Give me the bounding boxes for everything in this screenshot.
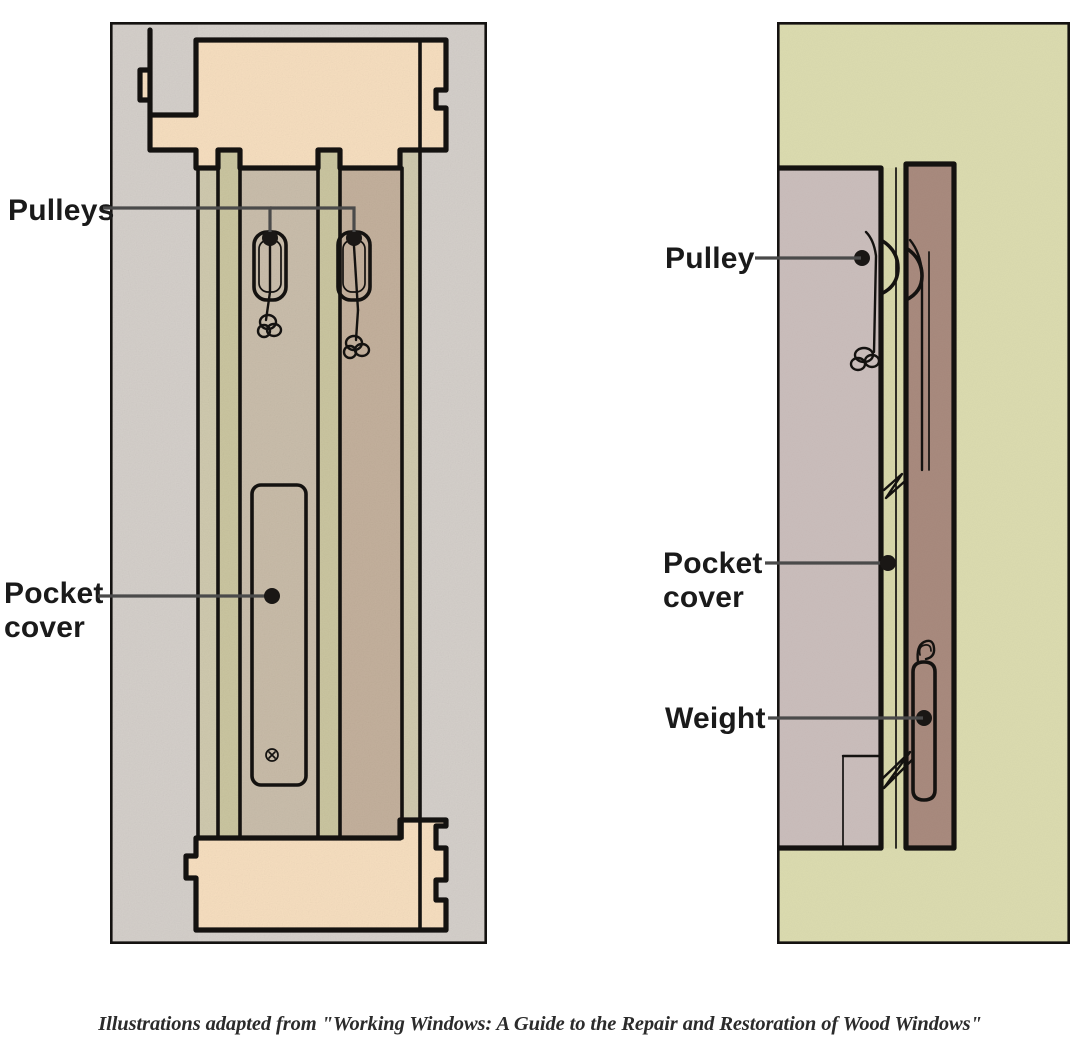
weight-pocket-channel-fill: [881, 168, 906, 848]
label-pulleys: Pulleys: [8, 194, 114, 227]
pocket-cover-screw-icon: [265, 748, 279, 762]
pocket-cover-fill: [252, 485, 306, 785]
band-parting-bead-left: [218, 150, 240, 850]
head-sash-rail-outline: [137, 27, 449, 171]
band-outer-casing-left: [110, 22, 198, 944]
left-panel-labels: Pulleys Pocket cover: [4, 194, 356, 644]
pulley-anchor-dot: [854, 250, 870, 266]
sash-weight: [911, 639, 937, 802]
pulley-wheel-outer: [879, 238, 900, 296]
right-panel-labels: Pulley Pocket cover Weight: [663, 242, 923, 735]
right-panel-section-view: Pulley Pocket cover Weight: [663, 22, 1070, 944]
jamb-column-fill: [777, 168, 881, 848]
sash-stile-column-outline: [903, 161, 957, 851]
head-sash-rail-fill: [140, 30, 446, 168]
sash-weight-eye: [916, 639, 936, 664]
pulley-left: [252, 230, 288, 339]
sash-cord-knot: [849, 346, 881, 372]
weight-anchor-dot: [916, 710, 932, 726]
leader-dot-pocket-cover-left: [264, 588, 280, 604]
band-outer-casing-right: [420, 22, 487, 944]
sill-sash-rail-outline: [183, 817, 449, 933]
left-panel-elevation-view: Pulleys Pocket cover: [4, 22, 487, 944]
band-parting-bead-right: [318, 150, 340, 850]
label-pocket-cover-right-line1: Pocket: [663, 547, 763, 580]
band-stop-bead-right: [402, 150, 420, 850]
leader-dot-pocket-cover-right: [880, 555, 896, 571]
sash-weight-body: [911, 660, 937, 802]
pulley-right-panel: [849, 230, 930, 472]
sash-weight-eye-inner: [918, 644, 932, 656]
label-pocket-cover-line2: cover: [4, 611, 85, 644]
sill-sash-rail-fill: [186, 820, 446, 930]
break-line-upper: [882, 472, 906, 500]
figure-caption: Illustrations adapted from "Working Wind…: [97, 1013, 982, 1035]
band-stop-bead-left: [198, 150, 218, 850]
pulley-left-cord-knot: [256, 313, 283, 339]
label-pulley: Pulley: [665, 242, 755, 275]
label-weight: Weight: [665, 702, 766, 735]
sash-cord-rear: [908, 238, 924, 472]
label-pocket-cover-line1: Pocket: [4, 577, 104, 610]
leader-pulleys-right: [270, 206, 356, 232]
label-pocket-cover-right-line2: cover: [663, 581, 744, 614]
pocket-cover-outline: [250, 483, 308, 787]
pulley-right-cord-knot: [342, 334, 371, 360]
sash-cord-front: [864, 230, 878, 354]
